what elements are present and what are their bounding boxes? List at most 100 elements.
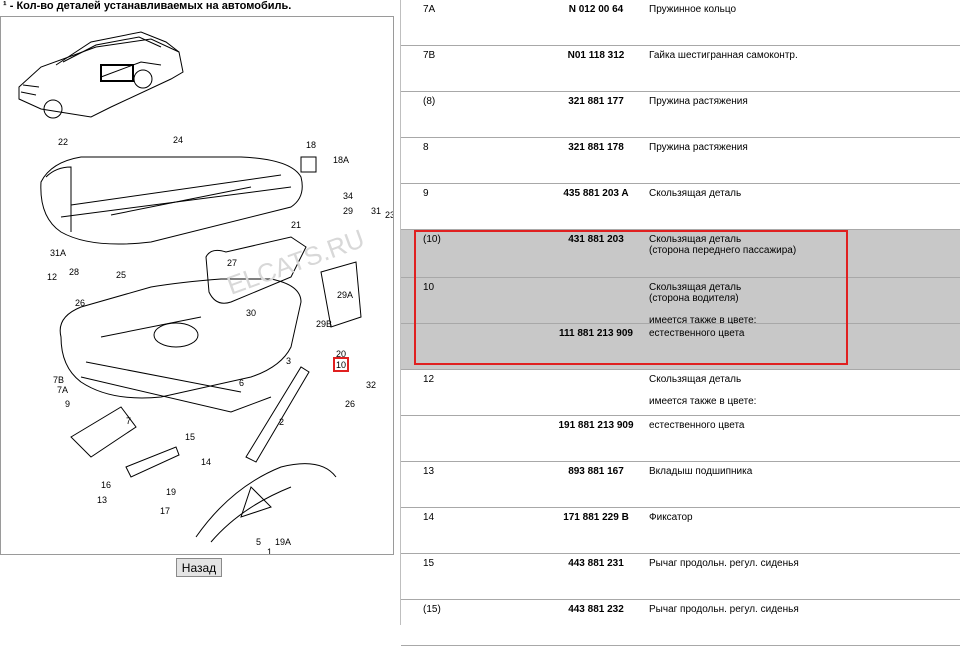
parts-row: 111 881 213 909 естественного цвета bbox=[401, 324, 960, 370]
description-cell: Гайка шестигранная самоконтр. bbox=[649, 50, 949, 61]
position-cell: 10 bbox=[423, 282, 435, 293]
part-number-cell: 435 881 203 A bbox=[563, 188, 629, 199]
callout-label: 18A bbox=[333, 155, 349, 165]
part-number-cell: 321 881 177 bbox=[568, 96, 624, 107]
part-number-cell: 893 881 167 bbox=[568, 466, 624, 477]
position-cell: (8) bbox=[423, 96, 436, 107]
callout-label: 9 bbox=[65, 399, 70, 409]
parts-row: 13 893 881 167 Вкладыш подшипника bbox=[401, 462, 960, 508]
callout-label: 31 bbox=[371, 206, 381, 216]
callout-label: 29A bbox=[337, 290, 353, 300]
callout-label: 25 bbox=[116, 270, 126, 280]
description-cell: Скользящая деталь(сторона водителя) имеет… bbox=[649, 282, 949, 326]
callout-label: 28 bbox=[69, 267, 79, 277]
callout-label: 18 bbox=[306, 140, 316, 150]
callout-label: 17 bbox=[160, 506, 170, 516]
description-cell: Скользящая деталь bbox=[649, 188, 949, 199]
description-line: Гайка шестигранная самоконтр. bbox=[649, 50, 798, 61]
description-line: Рычаг продольн. регул. сиденья bbox=[649, 604, 799, 615]
callout-label: 34 bbox=[343, 191, 353, 201]
parts-row: 7B N01 118 312 Гайка шестигранная самоконт… bbox=[401, 46, 960, 92]
callout-label: 5 bbox=[256, 537, 261, 547]
parts-row: 9 435 881 203 A Скользящая деталь bbox=[401, 184, 960, 230]
position-cell: 7B bbox=[423, 50, 436, 61]
part-number-cell: N01 118 312 bbox=[567, 50, 625, 61]
back-button[interactable]: Назад bbox=[176, 558, 222, 577]
callout-label: 7B bbox=[53, 375, 64, 385]
description-line: Пружина растяжения bbox=[649, 142, 748, 153]
callout-label: 13 bbox=[97, 495, 107, 505]
position-cell: 12 bbox=[423, 374, 435, 385]
description-line: (сторона переднего пассажира) bbox=[649, 245, 797, 256]
part-number-cell: 191 881 213 909 bbox=[558, 420, 634, 431]
description-line: (сторона водителя) bbox=[649, 293, 739, 304]
callout-label: 7 bbox=[126, 416, 131, 426]
parts-row: (8) 321 881 177 Пружина растяжения bbox=[401, 92, 960, 138]
parts-row: (10) 431 881 203 Скользящая деталь(сторона… bbox=[401, 230, 960, 278]
callout-label: 21 bbox=[291, 220, 301, 230]
callout-labels: 22 24 18 18A 34 29 31 23 21 31A 28 25 12… bbox=[47, 135, 395, 557]
part-number-cell: 431 881 203 bbox=[568, 234, 624, 245]
callout-label: 27 bbox=[227, 258, 237, 268]
selection-highlight-box bbox=[414, 230, 848, 365]
description-cell: Фиксатор bbox=[649, 512, 949, 523]
rails-levers bbox=[70, 156, 362, 543]
description-line: Скользящая деталь bbox=[649, 234, 742, 245]
callout-label: 29B bbox=[316, 319, 332, 329]
callout-label: 26 bbox=[75, 298, 85, 308]
part-number-cell: 443 881 231 bbox=[568, 558, 624, 569]
callout-label: 31A bbox=[50, 248, 66, 258]
description-cell: Скользящая деталь(сторона переднего пасс… bbox=[649, 234, 949, 256]
callout-label: 3 bbox=[286, 356, 291, 366]
column-divider bbox=[400, 0, 401, 625]
description-line: естественного цвета bbox=[649, 420, 745, 431]
position-cell: 8 bbox=[423, 142, 429, 153]
quantity-note: ¹ - Кол-во деталей устанавливаемых на ав… bbox=[3, 0, 292, 12]
part-number-cell: 111 881 213 909 bbox=[559, 328, 633, 339]
description-cell: естественного цвета bbox=[649, 420, 949, 431]
callout-label: 1 bbox=[267, 547, 272, 554]
seat-exploded-diagram: ELCATS.RU 22 24 18 18A 34 29 31 23 21 31… bbox=[0, 16, 395, 557]
description-cell: Вкладыш подшипника bbox=[649, 466, 949, 477]
part-number-cell: 171 881 229 B bbox=[563, 512, 629, 523]
description-line: Скользящая деталь bbox=[649, 374, 742, 385]
part-number-cell: N 012 00 64 bbox=[568, 4, 624, 15]
description-cell: Рычаг продольн. регул. сиденья bbox=[649, 604, 949, 615]
part-number-cell: 443 881 232 bbox=[568, 604, 624, 615]
callout-label: 2 bbox=[279, 417, 284, 427]
callout-label: 20 bbox=[336, 349, 346, 359]
description-line: Вкладыш подшипника bbox=[649, 466, 753, 477]
callout-label: 26 bbox=[345, 399, 355, 409]
callout-label: 6 bbox=[239, 378, 244, 388]
position-cell: (10) bbox=[423, 234, 441, 245]
parts-row: 14 171 881 229 B Фиксатор bbox=[401, 508, 960, 554]
callout-label: 23 bbox=[385, 210, 393, 220]
car-sketch bbox=[18, 31, 184, 119]
position-cell: 14 bbox=[423, 512, 435, 523]
callout-label: 10 bbox=[336, 360, 346, 370]
position-cell: 13 bbox=[423, 466, 435, 477]
position-cell: 9 bbox=[423, 188, 429, 199]
callout-label: 24 bbox=[173, 135, 183, 145]
callout-label: 29 bbox=[343, 206, 353, 216]
description-line: Скользящая деталь bbox=[649, 282, 742, 293]
callout-label: 19 bbox=[166, 487, 176, 497]
description-line: Пружина растяжения bbox=[649, 96, 748, 107]
description-line: Скользящая деталь bbox=[649, 188, 742, 199]
description-line: Пружинное кольцо bbox=[649, 4, 737, 15]
diagram-drawing: ELCATS.RU 22 24 18 18A 34 29 31 23 21 31… bbox=[18, 31, 395, 557]
parts-row: 12 Скользящая деталь имеется также в цвете… bbox=[401, 370, 960, 416]
description-line: имеется также в цвете: bbox=[649, 396, 757, 407]
description-line: естественного цвета bbox=[649, 328, 745, 339]
callout-label: 22 bbox=[58, 137, 68, 147]
callout-label: 16 bbox=[101, 480, 111, 490]
description-cell: Пружинное кольцо bbox=[649, 4, 949, 15]
description-line bbox=[649, 385, 949, 396]
description-cell: естественного цвета bbox=[649, 328, 949, 339]
callout-label: 7A bbox=[57, 385, 68, 395]
description-line: имеется также в цвете: bbox=[649, 315, 757, 326]
